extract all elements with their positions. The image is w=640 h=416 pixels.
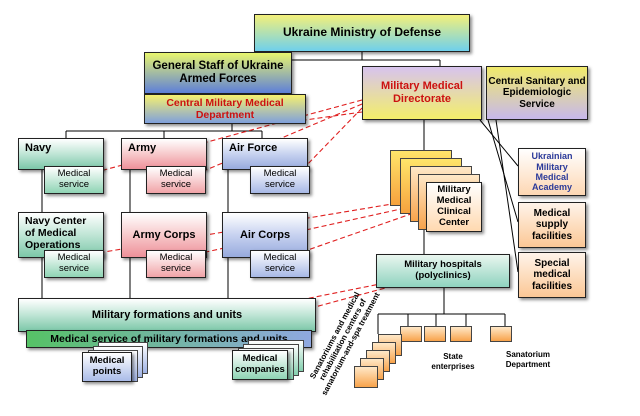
sanatorium-box-1 xyxy=(400,326,422,342)
military-hospitals-label: Military hospitals (polyclinics) xyxy=(404,259,482,281)
military-medical-directorate-label: Military Medical Directorate xyxy=(381,80,463,105)
air-force-label: Air Force xyxy=(229,142,278,154)
army-medical-service-box: Medical service xyxy=(146,166,206,194)
army-corps-medical-service-box: Medical service xyxy=(146,250,206,278)
air-corps-label: Air Corps xyxy=(239,228,291,241)
air-force-box: Air Force xyxy=(222,138,308,170)
navy-label: Navy xyxy=(25,142,52,154)
general-staff-label: General Staff of Ukraine Armed Forces xyxy=(152,59,284,85)
sanatorium-department-box xyxy=(490,326,512,342)
army-label: Army xyxy=(128,142,157,154)
navy-center-medical-service-label: Medical service xyxy=(57,252,91,274)
military-formations-label: Military formations and units xyxy=(91,308,243,321)
special-medical-label: Special medical facilities xyxy=(531,257,573,292)
ministry-box: Ukraine Ministry of Defense xyxy=(254,14,470,52)
medical-companies-label: Medical companies xyxy=(235,353,285,375)
military-medical-directorate-box: Military Medical Directorate xyxy=(362,66,482,120)
army-corps-label: Army Corps xyxy=(132,228,196,241)
clinical-center-box: Military Medical Clinical Center xyxy=(426,182,482,232)
medical-supply-label: Medical supply facilities xyxy=(531,207,573,242)
academy-box: Ukrainian Military Medical Academy xyxy=(518,148,586,196)
medical-service-formations-box: Medical service of military formations a… xyxy=(26,330,312,348)
air-corps-medical-service-box: Medical service xyxy=(250,250,310,278)
army-medical-service-label: Medical service xyxy=(159,168,193,190)
medical-companies-box: Medical companies xyxy=(232,350,288,380)
special-medical-box: Special medical facilities xyxy=(518,252,586,298)
clinical-center-label: Military Medical Clinical Center xyxy=(436,184,472,228)
central-medical-department-box: Central Military Medical Department xyxy=(144,94,306,124)
navy-medical-service-box: Medical service xyxy=(44,166,104,194)
army-corps-medical-service-label: Medical service xyxy=(159,252,193,274)
army-box: Army xyxy=(121,138,207,170)
military-hospitals-box: Military hospitals (polyclinics) xyxy=(376,254,510,288)
central-sanitary-box: Central Sanitary and Epidemiologic Servi… xyxy=(486,66,588,120)
medical-points-label: Medical points xyxy=(89,355,125,377)
state-enterprises-text: State enterprises xyxy=(431,352,475,371)
air-force-medical-service-label: Medical service xyxy=(263,168,297,190)
air-force-medical-service-box: Medical service xyxy=(250,166,310,194)
sanatorium-department-text: Sanatorium Department xyxy=(505,350,551,369)
sanatorium-box-2 xyxy=(424,326,446,342)
navy-medical-service-label: Medical service xyxy=(57,168,91,190)
navy-center-label: Navy Center of Medical Operations xyxy=(25,215,87,252)
medical-supply-box: Medical supply facilities xyxy=(518,202,586,248)
sanatorium-department-label: Sanatorium Department xyxy=(498,350,558,369)
air-corps-medical-service-label: Medical service xyxy=(263,252,297,274)
central-medical-department-label: Central Military Medical Department xyxy=(166,96,284,121)
military-formations-box: Military formations and units xyxy=(18,298,316,332)
state-enterprises-label: State enterprises xyxy=(428,352,478,371)
sanatoriums-stack-front xyxy=(354,366,378,388)
ministry-label: Ukraine Ministry of Defense xyxy=(282,25,442,40)
academy-label: Ukrainian Military Medical Academy xyxy=(531,151,573,193)
state-enterprise-box-1 xyxy=(450,326,472,342)
medical-points-box: Medical points xyxy=(82,352,132,382)
navy-center-medical-service-box: Medical service xyxy=(44,250,104,278)
medical-service-formations-label: Medical service of military formations a… xyxy=(50,332,288,345)
general-staff-box: General Staff of Ukraine Armed Forces xyxy=(144,52,292,94)
central-sanitary-label: Central Sanitary and Epidemiologic Servi… xyxy=(488,75,586,110)
